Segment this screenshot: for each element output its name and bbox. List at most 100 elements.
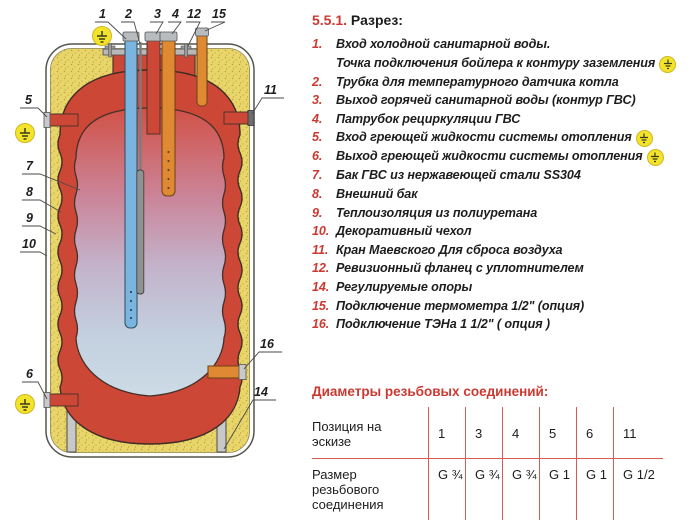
list-item: 10. Декоративный чехол	[312, 222, 694, 241]
callout-9: 9	[26, 211, 33, 225]
list-item: 16. Подключение ТЭНа 1 1/2" ( опция )	[312, 315, 694, 334]
item-text: Точка подключения бойлера к контуру зазе…	[336, 55, 656, 70]
item-text: Регулируемые опоры	[336, 279, 473, 294]
pipe-hole	[129, 290, 133, 294]
item-text: Внешний бак	[336, 186, 418, 201]
cell: 1	[428, 412, 466, 459]
earth-ground-icon	[646, 149, 664, 167]
cell: 5	[539, 412, 577, 459]
cell: G ¾	[502, 458, 540, 514]
item-number: 5.	[312, 130, 323, 145]
callout-15: 15	[212, 7, 227, 21]
hot-water-pipe	[146, 35, 161, 135]
air-vent-pipe	[223, 111, 251, 125]
item-number: 3.	[312, 93, 323, 108]
callouts: 1 2 3 4 12 15 5 7 8 9 10 6 11 16 14	[22, 7, 277, 399]
item-text: Трубка для температурного датчика котла	[336, 74, 619, 89]
pipe-hole	[167, 168, 170, 172]
parts-list: 1. Вход холодной санитарной воды. Точка п…	[312, 35, 694, 334]
item-text: Декоративный чехол	[336, 224, 472, 239]
row-label: Позиция на эскизе	[312, 412, 429, 459]
cell: G ¾	[465, 458, 503, 514]
item-number: 10.	[312, 224, 330, 239]
recirculation-pipe-cap	[159, 31, 178, 42]
cell: G ¾	[428, 458, 466, 514]
heating-outlet-pipe	[46, 393, 79, 407]
cell: 4	[502, 412, 540, 459]
hot-water-pipe-cap	[144, 31, 163, 42]
cell: 3	[465, 412, 503, 459]
item-number: 14.	[312, 279, 330, 294]
pipe-hole	[167, 150, 170, 154]
list-item: 14. Регулируемые опоры	[312, 278, 694, 297]
callout-3: 3	[154, 7, 161, 21]
table-spacer-row	[312, 513, 663, 520]
heater-element-pipe	[207, 365, 242, 379]
pipe-hole	[129, 308, 133, 312]
item-text: Подключение термометра 1/2" (опция)	[336, 298, 585, 313]
leader-lines	[20, 21, 284, 450]
cold-water-pipe	[124, 35, 138, 329]
cell: G 1/2	[613, 458, 663, 514]
item-number: 1.	[312, 37, 323, 51]
list-item: 4. Патрубок рециркуляции ГВС	[312, 110, 694, 129]
section-title: Разрез:	[350, 12, 403, 28]
table-row-size: Размер резьбового соединения G ¾ G ¾ G ¾…	[312, 458, 663, 514]
list-item: 2.Трубка для температурного датчика котл…	[312, 73, 694, 92]
item-number: 4.	[312, 111, 323, 126]
list-item: 6.Выход греющей жидкости системы отоплен…	[312, 147, 694, 167]
item-number: 7.	[312, 168, 323, 183]
pipe-hole	[167, 159, 170, 163]
table-spacer-row	[312, 406, 663, 413]
cell: G 1	[576, 458, 614, 514]
list-item: 8. Внешний бак	[312, 185, 694, 204]
item-text: Вход греющей жидкости системы отопления	[336, 128, 694, 148]
item-text: Ревизионный фланец с уплотнителем	[336, 261, 584, 276]
ground-icon	[15, 394, 35, 414]
table-row-position: Позиция на эскизе 1 3 4 5 6 11	[312, 412, 663, 459]
boiler-diagram-svg: 1 2 3 4 12 15 5 7 8 9 10 6 11 16 14	[15, 7, 284, 458]
item-text-inner: Выход греющей жидкости системы отопления	[336, 149, 643, 164]
list-item: 9.Теплоизоляция из полиуретана	[312, 204, 694, 223]
callout-4: 4	[171, 7, 179, 21]
item-text: Подключение ТЭНа 1 1/2" ( опция )	[336, 317, 551, 332]
callout-5: 5	[25, 93, 33, 107]
flange-bolt-left-stem	[108, 43, 112, 58]
row-label: Размер резьбового соединения	[312, 466, 384, 512]
cold-water-pipe-cap	[122, 31, 140, 42]
callout-10: 10	[22, 237, 36, 251]
item-text: Патрубок рециркуляции ГВС	[336, 111, 521, 126]
item-number: 16.	[312, 317, 330, 332]
item-text: Кран Маевского Для сброса воздуха	[336, 242, 563, 257]
item-number: 8.	[312, 186, 323, 201]
item-number: 11.	[312, 242, 329, 257]
callout-6: 6	[26, 367, 34, 381]
cell: 11	[613, 412, 663, 459]
list-item: 12.Ревизионный фланец с уплотнителем	[312, 259, 694, 278]
section-heading: 5.5.1. Разрез:	[312, 12, 694, 28]
table-title: Диаметры резьбовых соединений:	[312, 383, 549, 399]
pipe-hole	[167, 177, 170, 181]
callout-14: 14	[254, 385, 268, 399]
callout-1: 1	[99, 7, 106, 21]
earth-ground-icon	[635, 130, 653, 148]
flange-bolt-right-stem	[184, 43, 188, 58]
list-item: 3. Выход горячей санитарной воды (контур …	[312, 91, 694, 110]
item-text: Вход холодной санитарной воды.	[336, 37, 551, 51]
sensor-pocket	[136, 169, 145, 295]
ground-icon	[92, 26, 112, 46]
list-item: 1. Вход холодной санитарной воды.	[312, 35, 694, 54]
heater-element-cap	[238, 364, 247, 380]
parts-list-column: 5.5.1. Разрез: 1. Вход холодной санитарно…	[312, 12, 694, 520]
pipe-hole	[129, 316, 133, 320]
callout-16: 16	[260, 337, 275, 351]
item-text: Бак ГВС из нержавеющей стали SS304	[336, 168, 581, 183]
boiler-cross-section: 1 2 3 4 12 15 5 7 8 9 10 6 11 16 14	[0, 0, 310, 521]
pipe-hole	[167, 186, 170, 190]
item-number: 15.	[312, 298, 330, 313]
section-number: 5.5.1.	[312, 12, 348, 28]
callout-2: 2	[124, 7, 132, 21]
thermometer-pipe-cap	[195, 27, 209, 37]
item-text: Выход горячей санитарной воды (контур ГВ…	[336, 93, 636, 108]
